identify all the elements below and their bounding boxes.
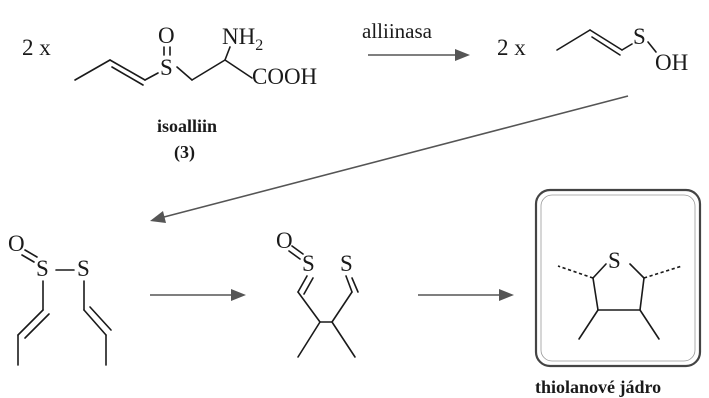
enzyme-label: alliinasa <box>362 19 433 43</box>
bond-s-o-2 <box>288 250 301 260</box>
bond <box>144 72 159 81</box>
bond <box>17 309 44 336</box>
thiosulfinate-structure: O S S <box>8 231 112 366</box>
diagonal-arrow <box>150 95 629 223</box>
bond-s-o-1 <box>291 245 304 255</box>
bond <box>224 46 231 61</box>
bond-s-o-2 <box>21 254 35 263</box>
double-bond <box>111 66 144 86</box>
amine-subscript: 2 <box>255 37 263 54</box>
ring-bond <box>592 263 607 279</box>
sulfenic-acid-structure: S OH <box>556 24 688 75</box>
isoalliin-oxygen: O <box>158 23 175 48</box>
sulfenic-hydroxyl: OH <box>655 50 688 75</box>
intermediate-structure: O S S <box>276 228 359 358</box>
amine-text: NH <box>222 24 255 49</box>
dashed-substituent <box>643 265 683 279</box>
arrow-head <box>150 211 166 223</box>
bond <box>109 59 146 81</box>
bond <box>297 321 321 358</box>
bond <box>556 29 591 51</box>
arrow-line <box>163 95 629 218</box>
multiplier-left: 2 x <box>22 35 51 60</box>
bond <box>83 309 107 336</box>
thiosulfinate-oxygen: O <box>8 231 25 256</box>
bond <box>331 291 353 323</box>
dashed-substituent <box>557 265 594 279</box>
thiosulfinate-sulfur1: S <box>36 256 49 281</box>
bond <box>345 275 353 293</box>
methyl-bond <box>639 309 660 340</box>
double-bond <box>24 313 50 339</box>
double-bond <box>351 277 359 293</box>
bond <box>621 43 633 51</box>
bond-s-o-1 <box>24 249 38 258</box>
isoalliin-structure: S O NH2 COOH <box>74 23 317 89</box>
intermediate-sulfur1: S <box>302 251 315 276</box>
ring-bond <box>639 277 645 311</box>
bond <box>297 275 308 293</box>
thiolane-box: S <box>534 188 702 368</box>
sulfenic-sulfur: S <box>633 24 646 49</box>
thiolane-sulfur: S <box>608 248 621 273</box>
isoalliin-number: (3) <box>174 142 195 163</box>
bond <box>331 321 356 358</box>
arrow-head <box>499 289 514 301</box>
double-bond <box>303 277 314 295</box>
bond <box>191 59 226 81</box>
arrow-head <box>231 289 246 301</box>
arrow-head <box>455 49 470 61</box>
bond <box>297 291 321 323</box>
intermediate-oxygen: O <box>276 228 293 253</box>
double-bond <box>89 306 112 331</box>
thiolane-inner-frame <box>540 194 696 362</box>
bond <box>647 41 657 53</box>
arrow-3 <box>418 289 514 301</box>
double-bond <box>591 36 621 56</box>
isoalliin-sulfur: S <box>160 55 173 80</box>
thiolane-frame <box>534 188 702 368</box>
isoalliin-name: isoalliin <box>157 116 217 136</box>
thiolane-label: thiolanové jádro <box>535 377 661 397</box>
methyl-bond <box>578 309 599 340</box>
intermediate-sulfur2: S <box>340 251 353 276</box>
thiosulfinate-sulfur2: S <box>77 256 90 281</box>
ring-bond <box>629 263 645 279</box>
isoalliin-acid: COOH <box>252 64 317 89</box>
bond <box>74 59 111 81</box>
bond <box>589 29 623 51</box>
arrow-2 <box>150 289 246 301</box>
bond <box>224 59 253 79</box>
multiplier-right: 2 x <box>497 35 526 60</box>
bond <box>176 66 193 81</box>
ring-bond <box>592 277 599 311</box>
alliinasa-arrow: alliinasa <box>362 19 470 61</box>
isoalliin-amine: NH2 <box>222 24 263 54</box>
